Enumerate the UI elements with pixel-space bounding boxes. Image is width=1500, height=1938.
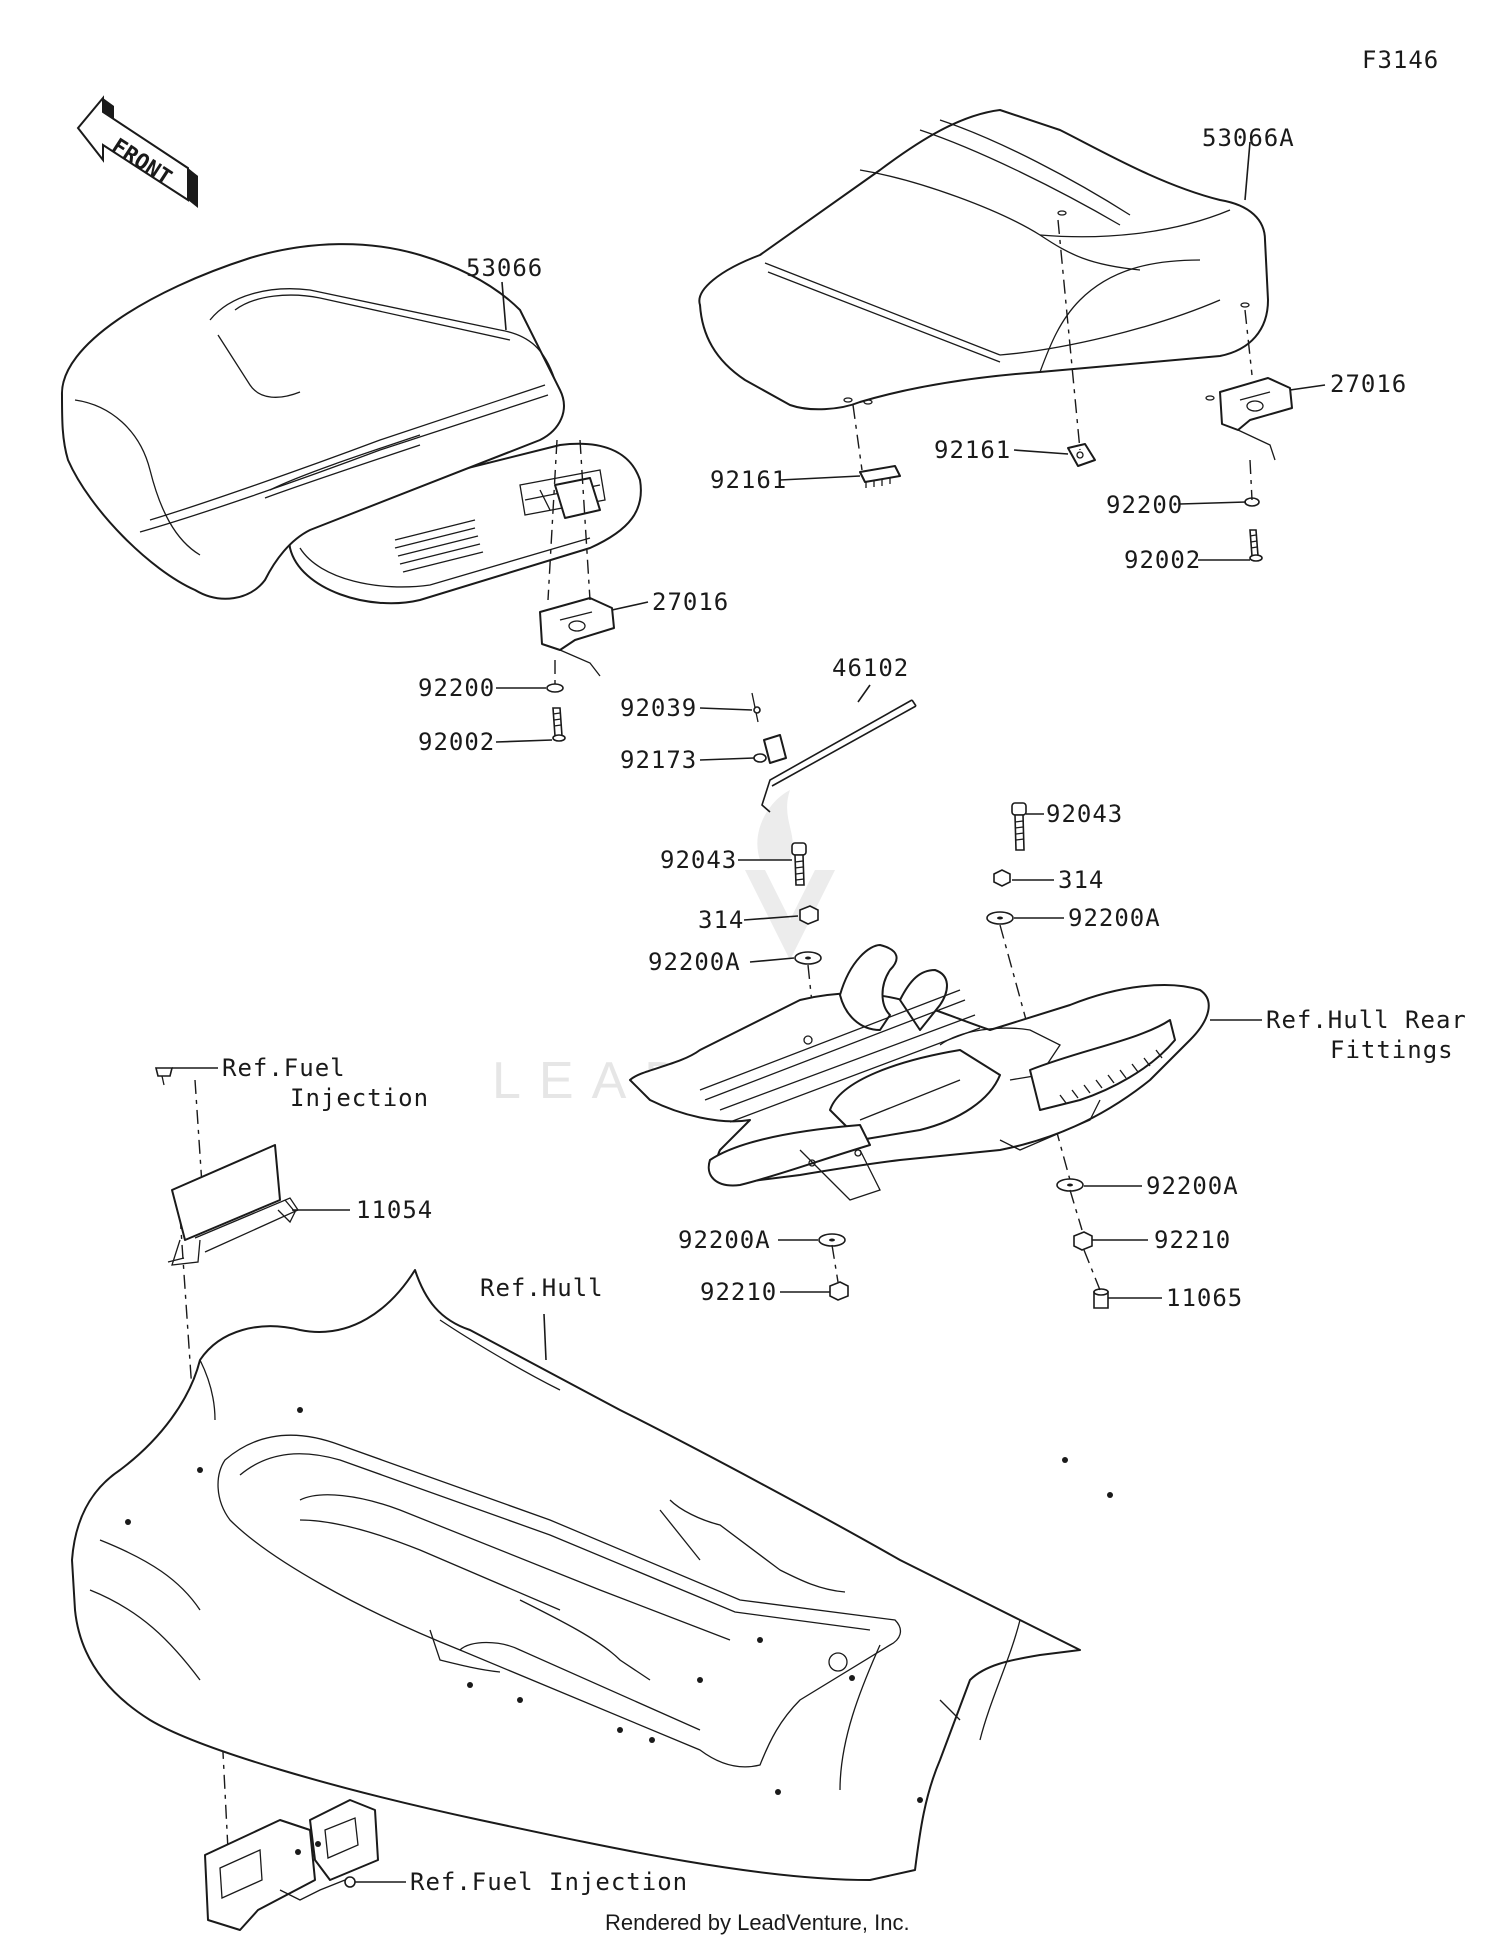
rear-seat-53066a: [698, 109, 1269, 411]
nut-314-left: [799, 905, 819, 925]
label-nut-92161-left: 92161: [710, 466, 787, 494]
label-nut-92210-right: 92210: [1154, 1226, 1231, 1254]
label-washer-92200a-lower-left: 92200A: [678, 1226, 771, 1254]
label-ref-fuel-injection-bottom: Ref.Fuel Injection: [410, 1868, 688, 1896]
label-ref-hull-rear-fittings: Fittings: [1330, 1036, 1454, 1064]
clip-92039: [751, 692, 761, 723]
label-washer-92200-rear: 92200: [1106, 491, 1183, 519]
clip-92173: [753, 734, 787, 764]
front-arrow-icon: FRONT: [76, 95, 198, 208]
label-seat-53066a: 53066A: [1202, 124, 1295, 152]
cap-11065: [1093, 1288, 1109, 1309]
bolt-92043-left: [791, 842, 807, 886]
label-ref-fuel-injection: Injection: [290, 1084, 429, 1112]
nut-92210-left: [829, 1281, 849, 1301]
hinge-27016-front: [539, 597, 615, 677]
label-nut-92210-left: 92210: [700, 1278, 777, 1306]
nut-314-right: [993, 869, 1011, 887]
label-clip-92173: 92173: [620, 746, 697, 774]
label-bolt-92002-rear: 92002: [1124, 546, 1201, 574]
nut-92161-left: [859, 465, 901, 488]
fuel-injection-bracket: [204, 1799, 379, 1931]
footer-credit: Rendered by LeadVenture, Inc.: [605, 1910, 910, 1935]
label-ref-hull: Ref.Hull: [480, 1274, 604, 1302]
front-seat-53066: [60, 243, 642, 605]
label-nut-314-right: 314: [1058, 866, 1104, 894]
bolt-92002-rear: [1249, 529, 1263, 562]
leader-lines: [172, 141, 1326, 1883]
part-labels: 53066 53066A 27016 27016 92161 92161 922…: [222, 124, 1467, 1896]
label-washer-92200a-upper-left: 92200A: [648, 948, 741, 976]
label-ref-fuel: Ref.Fuel: [222, 1054, 346, 1082]
bolt-92043-right: [1011, 802, 1027, 851]
washer-92200-front: [546, 683, 564, 693]
hinge-27016-rear: [1219, 377, 1293, 461]
label-bolt-92043-right: 92043: [1046, 800, 1123, 828]
label-ref-hull-rear: Ref.Hull Rear: [1266, 1006, 1467, 1034]
label-bolt-92043-left: 92043: [660, 846, 737, 874]
label-washer-92200a-upper-right: 92200A: [1068, 904, 1161, 932]
nut-92161-center: [1067, 443, 1096, 467]
bolt-92002-front: [552, 707, 566, 742]
label-washer-92200-front: 92200: [418, 674, 495, 702]
cable-46102: [761, 699, 917, 813]
label-nut-92161-center: 92161: [934, 436, 1011, 464]
screw-ref-fuel: [154, 1067, 174, 1086]
label-bracket-11054: 11054: [356, 1196, 433, 1224]
bracket-11054: [167, 1144, 299, 1266]
label-bolt-92002-front: 92002: [418, 728, 495, 756]
label-hinge-27016-rear: 27016: [1330, 370, 1407, 398]
label-cable-46102: 46102: [832, 654, 909, 682]
figure-id: F3146: [1362, 46, 1439, 74]
nut-92210-right: [1073, 1231, 1093, 1251]
hull-rear-fittings: [629, 944, 1210, 1201]
label-hinge-27016-front: 27016: [652, 588, 729, 616]
label-nut-314-left: 314: [698, 906, 744, 934]
label-cap-11065: 11065: [1166, 1284, 1243, 1312]
label-seat-53066: 53066: [466, 254, 543, 282]
label-clip-92039: 92039: [620, 694, 697, 722]
hull: [71, 1269, 1113, 1881]
label-washer-92200a-lower-right: 92200A: [1146, 1172, 1239, 1200]
